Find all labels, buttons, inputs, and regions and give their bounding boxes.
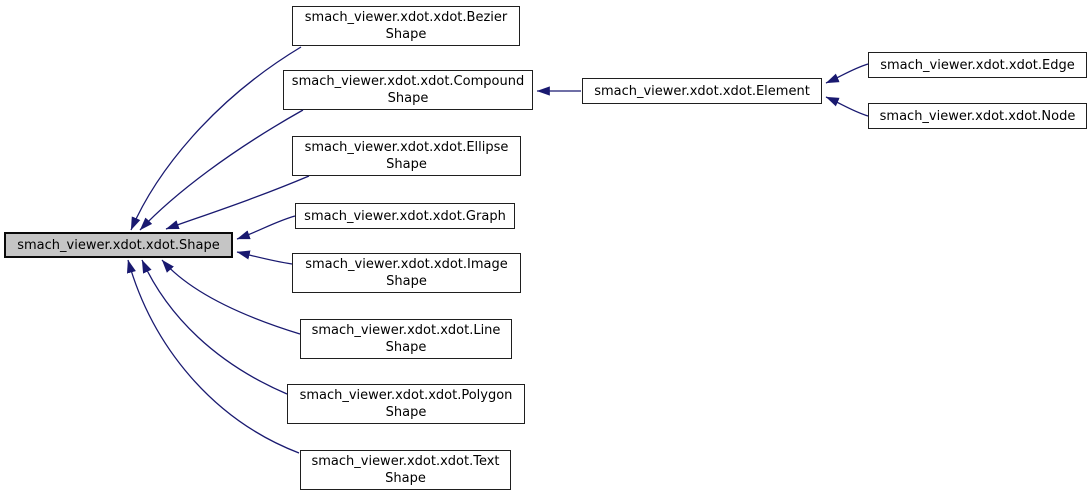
- class-node-text-shape[interactable]: smach_viewer.xdot.xdot.Text Shape: [300, 450, 511, 490]
- class-node-label: Shape: [386, 157, 427, 172]
- class-node-element[interactable]: smach_viewer.xdot.xdot.Element: [582, 78, 822, 104]
- class-node-label: smach_viewer.xdot.xdot.Element: [594, 83, 810, 99]
- class-node-edge[interactable]: smach_viewer.xdot.xdot.Edge: [868, 52, 1087, 78]
- class-node-label: smach_viewer.xdot.xdot.Ellipse: [304, 140, 509, 155]
- inheritance-arrow-bezier-to-shape: [130, 46, 302, 231]
- class-node-label: smach_viewer.xdot.xdot.Shape: [17, 237, 220, 253]
- class-node-label: smach_viewer.xdot.xdot.Graph: [304, 208, 506, 224]
- class-node-label: smach_viewer.xdot.xdot.Node: [879, 108, 1076, 124]
- inheritance-arrow-text-to-shape: [126, 259, 300, 454]
- class-node-label: smach_viewer.xdot.xdot.Bezier: [304, 10, 508, 25]
- inheritance-arrow-ellipse-to-shape: [165, 175, 310, 230]
- inheritance-arrow-graph-to-shape: [236, 215, 296, 240]
- class-node-label: smach_viewer.xdot.xdot.Polygon: [299, 388, 513, 403]
- class-node-label: Shape: [385, 471, 426, 486]
- inheritance-arrow-compound-to-shape: [139, 109, 304, 231]
- class-node-ellipse-shape[interactable]: smach_viewer.xdot.xdot.Ellipse Shape: [292, 136, 521, 176]
- class-node-label: Shape: [385, 340, 427, 355]
- class-node-graph[interactable]: smach_viewer.xdot.xdot.Graph: [295, 203, 515, 229]
- inheritance-arrow-line-to-shape: [161, 259, 301, 335]
- inheritance-arrow-edge-to-element: [825, 63, 869, 84]
- class-node-label: smach_viewer.xdot.xdot.Text: [311, 454, 500, 469]
- class-node-image-shape[interactable]: smach_viewer.xdot.xdot.Image Shape: [292, 253, 521, 293]
- inheritance-arrow-polygon-to-shape: [141, 259, 288, 395]
- class-node-label: smach_viewer.xdot.xdot.Image: [305, 257, 508, 272]
- class-node-shape: smach_viewer.xdot.xdot.Shape: [4, 232, 233, 258]
- inheritance-arrow-node-to-element: [825, 96, 869, 117]
- class-node-label: smach_viewer.xdot.xdot.Line: [311, 323, 501, 338]
- class-node-label: Shape: [385, 405, 427, 420]
- class-node-label: smach_viewer.xdot.xdot.Edge: [880, 57, 1075, 73]
- class-node-node[interactable]: smach_viewer.xdot.xdot.Node: [868, 103, 1087, 129]
- class-node-compound-shape[interactable]: smach_viewer.xdot.xdot.Compound Shape: [283, 70, 533, 110]
- class-node-bezier-shape[interactable]: smach_viewer.xdot.xdot.Bezier Shape: [292, 6, 520, 46]
- inheritance-arrow-image-to-shape: [236, 250, 293, 265]
- class-node-label: Shape: [385, 27, 427, 42]
- class-node-label: Shape: [387, 91, 429, 106]
- class-node-label: Shape: [386, 274, 427, 289]
- class-node-label: smach_viewer.xdot.xdot.Compound: [291, 74, 525, 89]
- class-node-line-shape[interactable]: smach_viewer.xdot.xdot.Line Shape: [300, 319, 512, 359]
- class-node-polygon-shape[interactable]: smach_viewer.xdot.xdot.Polygon Shape: [287, 384, 525, 424]
